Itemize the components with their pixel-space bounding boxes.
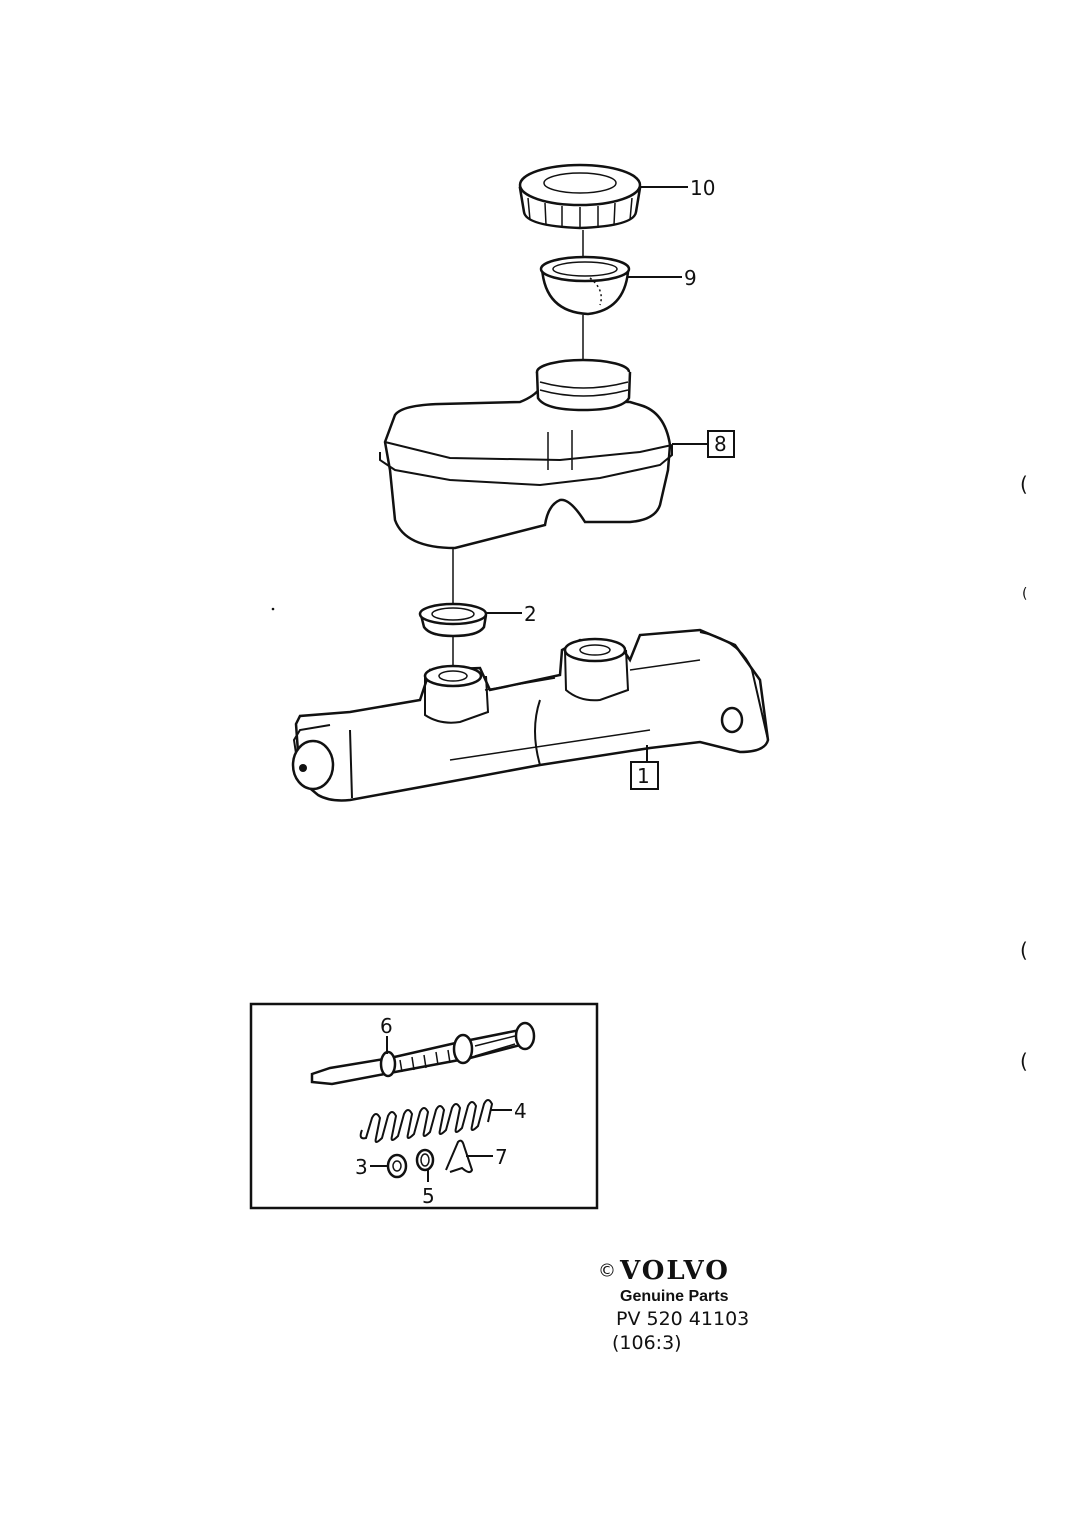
callout-1-box bbox=[630, 761, 659, 790]
margin-mark: ( bbox=[1020, 1049, 1028, 1073]
piston-assembly bbox=[310, 1021, 536, 1086]
callout-4: 4 bbox=[514, 1099, 527, 1123]
margin-mark: ( bbox=[1020, 938, 1028, 962]
volvo-logo: VOLVO bbox=[620, 1256, 730, 1286]
callout-3: 3 bbox=[355, 1155, 368, 1179]
return-spring bbox=[359, 1099, 494, 1143]
circlip bbox=[445, 1139, 474, 1174]
seal-ring bbox=[415, 1148, 435, 1172]
brand-line: © VOLVO bbox=[598, 1256, 798, 1286]
callout-9: 9 bbox=[684, 266, 697, 290]
margin-mark: ( bbox=[1020, 472, 1028, 496]
margin-mark: ( bbox=[1022, 586, 1027, 602]
master-cylinder bbox=[291, 628, 770, 802]
callout-2: 2 bbox=[524, 602, 537, 626]
fluid-reservoir bbox=[379, 358, 673, 550]
genuine-parts-label: Genuine Parts bbox=[620, 1288, 729, 1305]
stray-dot bbox=[271, 607, 275, 611]
callout-8-box bbox=[707, 430, 735, 458]
repair-kit-inset-frame bbox=[249, 1002, 599, 1210]
reservoir-grommet bbox=[418, 602, 488, 638]
callout-1: 1 bbox=[637, 764, 650, 788]
callout-5: 5 bbox=[422, 1184, 435, 1208]
part-number: PV 520 41103 bbox=[616, 1308, 750, 1330]
reservoir-cap bbox=[518, 163, 642, 230]
callout-8: 8 bbox=[714, 432, 727, 456]
callout-10: 10 bbox=[690, 176, 715, 200]
reservoir-strainer bbox=[539, 255, 631, 316]
catalog-footer: © VOLVO Genuine Parts PV 520 41103 (106:… bbox=[598, 1256, 798, 1354]
callout-6: 6 bbox=[380, 1014, 393, 1038]
diagram-reference: (106:3) bbox=[612, 1332, 682, 1354]
callout-7: 7 bbox=[495, 1145, 508, 1169]
copyright-symbol: © bbox=[598, 1260, 616, 1282]
piston-washer bbox=[386, 1153, 408, 1179]
